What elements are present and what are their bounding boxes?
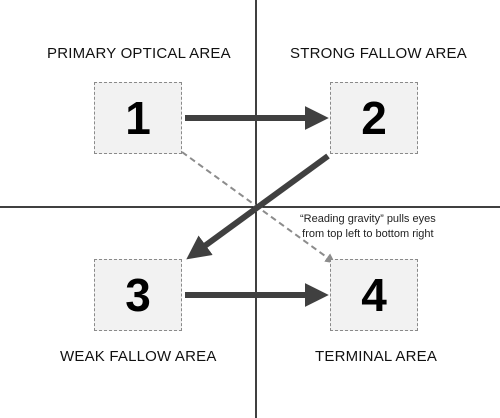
reading-gravity-note: “Reading gravity” pulls eyes from top le… bbox=[300, 212, 436, 242]
quadrant-label-primary: PRIMARY OPTICAL AREA bbox=[47, 45, 231, 62]
quadrant-label-terminal: TERMINAL AREA bbox=[315, 348, 438, 365]
note-line-2: from top left to bottom right bbox=[302, 228, 434, 240]
quadrant-label-weak-fallow: WEAK FALLOW AREA bbox=[60, 348, 217, 365]
box-1: 1 bbox=[94, 82, 182, 154]
arrow-2-to-3 bbox=[186, 153, 330, 260]
box-2: 2 bbox=[330, 82, 418, 154]
box-3: 3 bbox=[94, 259, 182, 331]
note-line-1: “Reading gravity” pulls eyes bbox=[300, 213, 436, 225]
quadrant-label-strong-fallow: STRONG FALLOW AREA bbox=[290, 45, 467, 62]
box-4: 4 bbox=[330, 259, 418, 331]
